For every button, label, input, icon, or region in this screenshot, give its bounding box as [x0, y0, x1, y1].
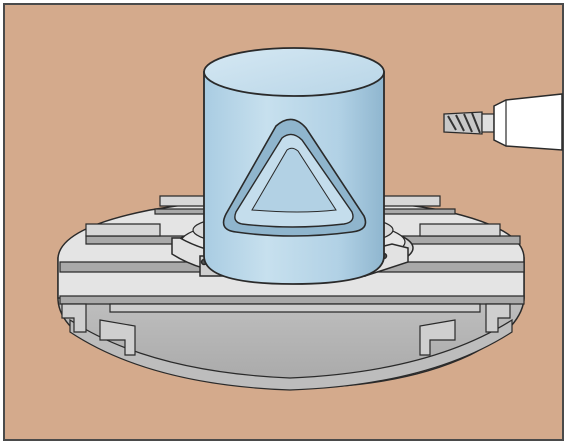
tool-holder [494, 94, 562, 150]
milling-cutter [444, 112, 494, 134]
